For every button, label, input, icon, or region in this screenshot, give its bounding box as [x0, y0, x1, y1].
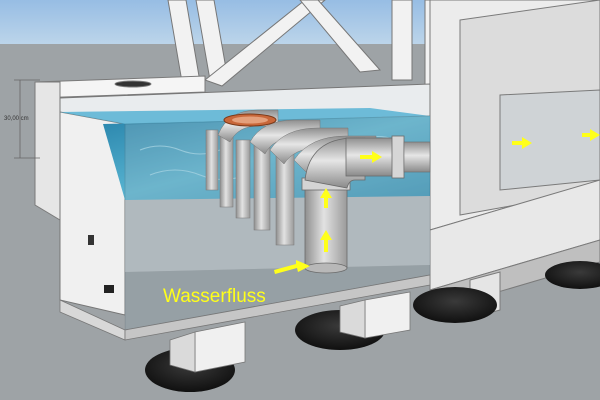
- flow-arrow-icon: [274, 260, 310, 274]
- flow-arrow-icon: [320, 230, 332, 252]
- pipe-array: [205, 109, 431, 274]
- flow-label: Wasserfluss: [163, 286, 266, 307]
- flow-arrow-icon: [360, 151, 382, 163]
- flow-arrow-icon: [320, 188, 332, 208]
- dimension-label: 30,00 cm: [4, 116, 29, 122]
- flow-arrow-icon: [512, 137, 532, 149]
- support-feet: [88, 235, 600, 392]
- rear-box: [34, 75, 206, 221]
- flow-arrows: [274, 129, 600, 274]
- flow-arrow-icon: [582, 129, 600, 141]
- main-riser-pipe: [304, 179, 348, 269]
- dimension-indicator: [14, 79, 40, 159]
